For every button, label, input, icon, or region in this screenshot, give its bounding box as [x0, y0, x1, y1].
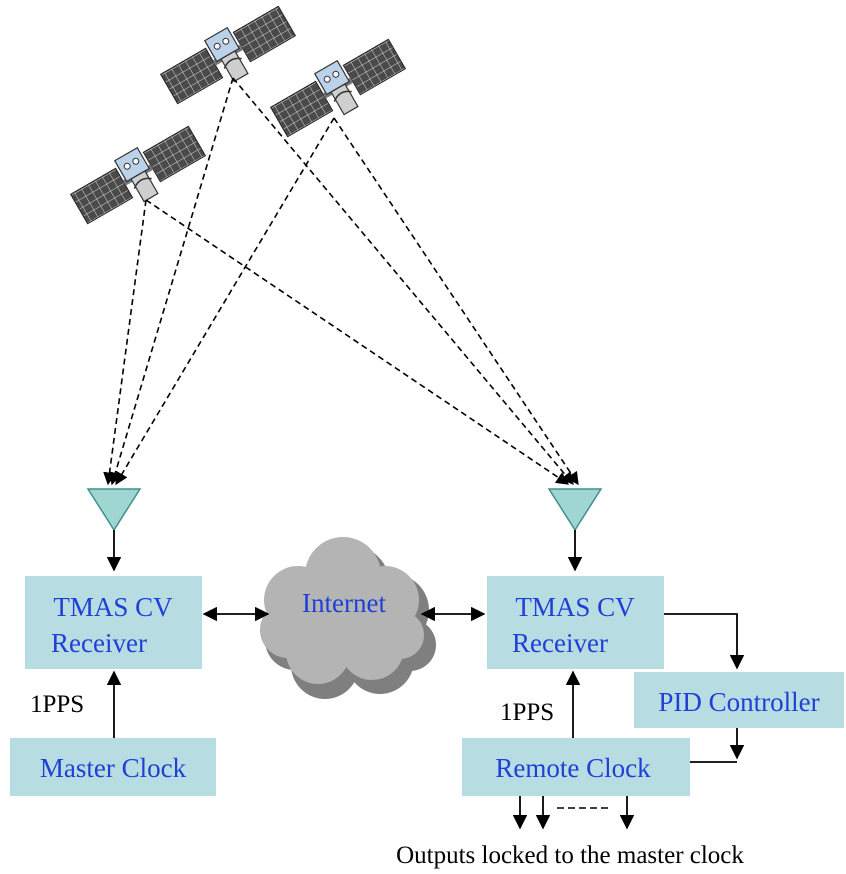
right-receiver-line2: Receiver [512, 628, 608, 658]
signal-left-to-right [145, 199, 570, 485]
output-arrows [512, 796, 635, 830]
satellite-middle [156, 0, 301, 113]
satellite-left [66, 119, 211, 233]
satellite-right [266, 32, 411, 146]
signal-left-to-left [103, 199, 147, 486]
master-clock-label: Master Clock [40, 753, 187, 783]
internet-cloud: Internet [260, 537, 436, 699]
satellite-icon [156, 0, 301, 113]
arrow-receiver-to-pid [664, 613, 745, 670]
remote-clock-label: Remote Clock [495, 753, 651, 783]
left-receiver-line2: Receiver [51, 628, 147, 658]
internet-label: Internet [302, 588, 386, 618]
signal-middle-to-right [232, 77, 574, 485]
antenna-left [86, 488, 142, 532]
left-receiver-line1: TMAS CV [53, 592, 173, 622]
right-1pps-label: 1PPS [500, 699, 554, 726]
remote-clock-box [462, 738, 690, 796]
right-receiver-line1: TMAS CV [515, 592, 635, 622]
pid-controller-box [634, 672, 844, 728]
antenna-right [547, 488, 603, 532]
left-1pps-label: 1PPS [30, 691, 84, 718]
signal-right-to-left [115, 117, 335, 486]
right-receiver-box [487, 576, 664, 669]
outputs-caption: Outputs locked to the master clock [396, 842, 744, 869]
signal-middle-to-left [109, 77, 234, 486]
pid-controller-label: PID Controller [658, 687, 819, 717]
satellite-icon [66, 119, 211, 233]
master-clock-box [10, 738, 216, 796]
signal-right-to-right [333, 117, 579, 486]
left-receiver-box [25, 576, 202, 669]
signal-paths [103, 77, 579, 486]
satellite-icon [266, 32, 411, 146]
